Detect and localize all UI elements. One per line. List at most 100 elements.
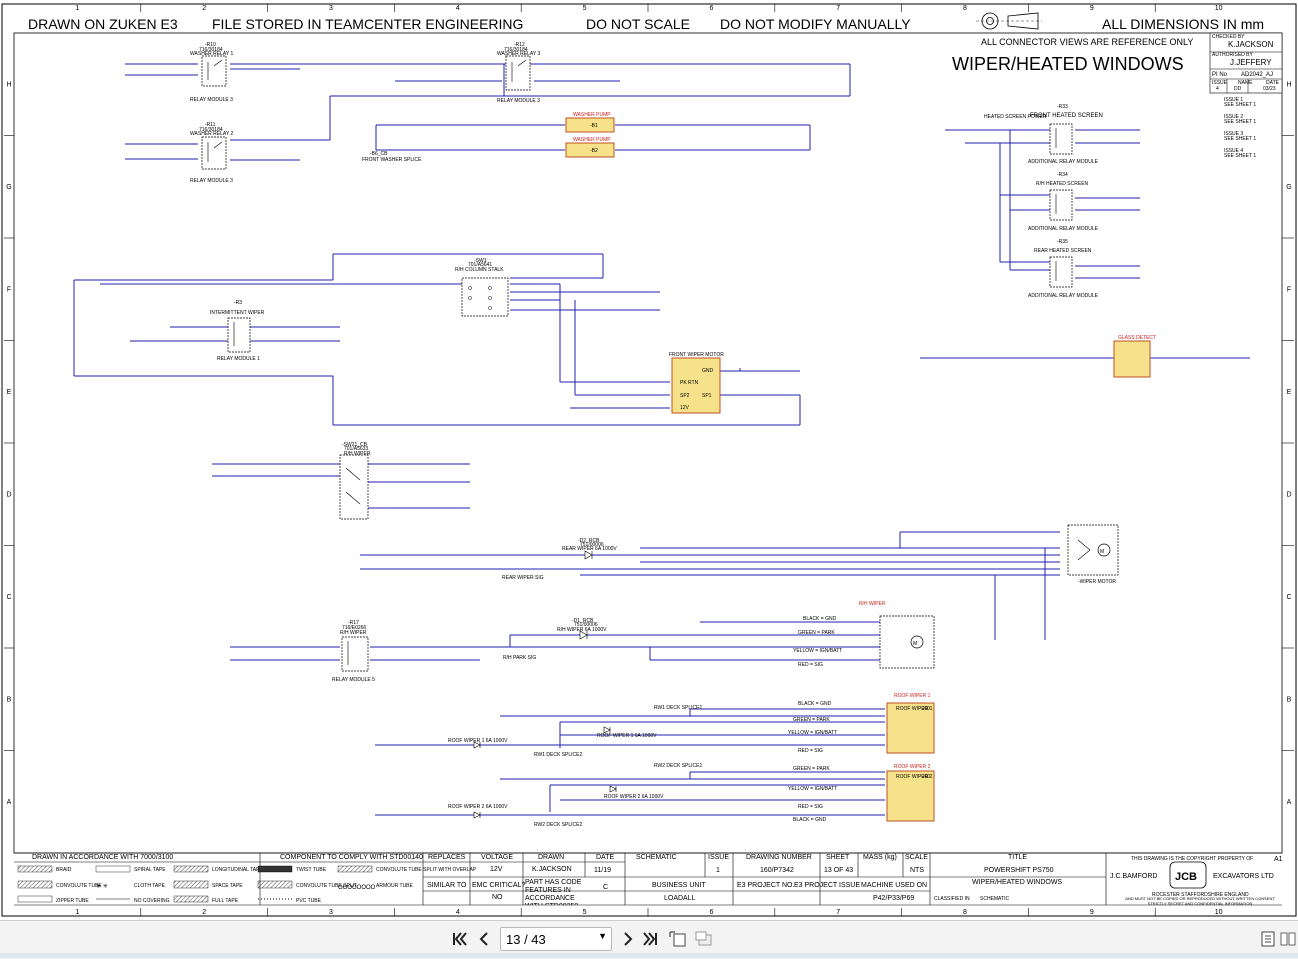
front-motor-label: FRONT WIPER MOTOR bbox=[669, 352, 724, 358]
wire-label: RW1 DECK SPLICE2 bbox=[534, 752, 582, 758]
page-number-field[interactable]: 13 / 43 ▼ bbox=[500, 927, 612, 951]
column-marker: 1 bbox=[75, 5, 79, 12]
previous-page-button[interactable] bbox=[474, 929, 494, 949]
issue-note-label: ISSUE 2 bbox=[1224, 114, 1243, 120]
roof-wiper-1: ROOF WIPER 1 ROOF WIPER 1 J60 bbox=[886, 693, 935, 754]
row-marker: B bbox=[7, 696, 12, 703]
relay-r11-name: WASHER RELAY 2 bbox=[190, 131, 233, 137]
next-page-button[interactable] bbox=[618, 929, 638, 949]
wire-label: REAR WIPER SIG bbox=[502, 575, 544, 581]
checked-by-label: CHECKED BY bbox=[1212, 34, 1245, 40]
d6-label: ROOF WIPER 2 6A 1000V bbox=[448, 804, 508, 810]
column-marker: 4 bbox=[456, 909, 460, 916]
connector-note: ALL CONNECTOR VIEWS ARE REFERENCE ONLY bbox=[981, 37, 1193, 47]
column-marker: 6 bbox=[709, 5, 713, 12]
legend-convolute: CONVOLUTE TUBE bbox=[56, 883, 102, 889]
relay-r3-name: INTERMITTENT WIPER bbox=[210, 310, 265, 316]
braid-swatch bbox=[17, 865, 53, 873]
title-line-2: WIPER/HEATED WINDOWS bbox=[972, 879, 1062, 886]
pi-label: PI No bbox=[1212, 72, 1228, 78]
issue-value: 1 bbox=[716, 867, 720, 874]
header-file-stored: FILE STORED IN TEAMCENTER ENGINEERING bbox=[212, 16, 523, 32]
header-drawn-on: DRAWN ON ZUKEN E3 bbox=[28, 16, 178, 32]
column-marker: 2 bbox=[202, 5, 206, 12]
drawing-number-label: DRAWING NUMBER bbox=[746, 854, 812, 861]
glass-detect-label: GLASS DETECT bbox=[1118, 335, 1156, 341]
row-marker: D bbox=[1286, 491, 1291, 498]
wire-label: RW1 DECK SPLICE1 bbox=[654, 705, 702, 711]
company-address: ROCESTER STAFFORDSHIRE ENGLAND bbox=[1152, 892, 1249, 898]
issue-note-label: ISSUE 1 bbox=[1224, 97, 1243, 103]
jcb-logo-icon: JCB bbox=[1169, 861, 1207, 889]
name-value: DD bbox=[1234, 86, 1242, 92]
r17-module: RELAY MODULE 5 bbox=[332, 677, 375, 683]
fit-width-button[interactable] bbox=[694, 929, 714, 949]
r17-part: 716/E0266 bbox=[342, 625, 366, 631]
issue-notes: ISSUE 1 SEE SHEET 1 ISSUE 2 SEE SHEET 1 … bbox=[1224, 97, 1256, 159]
relay-r33-module: ADDITIONAL RELAY MODULE bbox=[1028, 159, 1099, 165]
wire-label: R/H PARK SIG bbox=[503, 655, 536, 661]
d1-name: R/H WIPER 6A 1000V bbox=[557, 627, 607, 633]
roof-wiper-1-inner: ROOF WIPER 1 bbox=[896, 706, 933, 712]
sw1-ref: -SW1 bbox=[474, 258, 487, 264]
sheet-title: WIPER/HEATED WINDOWS bbox=[952, 54, 1184, 74]
relay-r3-module: RELAY MODULE 1 bbox=[217, 356, 260, 362]
row-marker: A bbox=[7, 799, 12, 806]
row-marker: A bbox=[1287, 799, 1292, 806]
classified-value: SCHEMATIC bbox=[980, 896, 1009, 902]
column-marker: 7 bbox=[836, 5, 840, 12]
roof-wiper-1-label: ROOF WIPER 1 bbox=[894, 693, 931, 699]
legend-twist: TWIST TUBE bbox=[296, 867, 327, 873]
page-indicator: 13 / 43 bbox=[506, 931, 546, 947]
relay-r35-module: ADDITIONAL RELAY MODULE bbox=[1028, 293, 1099, 299]
legend-full-tape: FULL TAPE bbox=[212, 898, 239, 904]
washer-pump-1-pin: -B1 bbox=[590, 123, 598, 129]
last-page-button[interactable] bbox=[640, 929, 660, 949]
row-marker: G bbox=[1286, 184, 1291, 191]
replaces-label: REPLACES bbox=[428, 854, 466, 861]
wire-label: RED = SIG bbox=[798, 804, 823, 810]
name-col-label: NAME bbox=[1238, 80, 1253, 86]
fit-page-button[interactable] bbox=[668, 929, 688, 949]
diode-d1: -D1_RCB 751/00006 R/H WIPER 6A 1000V bbox=[557, 618, 607, 640]
double-page-view-button[interactable] bbox=[1278, 929, 1298, 949]
issue-note-text: SEE SHEET 1 bbox=[1224, 102, 1256, 108]
confidential-note: AND MUST NOT BE COPIED OR REPRODUCED WIT… bbox=[1125, 897, 1275, 906]
legend-zipper: ZIPPER TUBE bbox=[56, 898, 89, 904]
sheet-size: A1 bbox=[1274, 856, 1283, 863]
confidential-box: AND MUST NOT BE COPIED OR REPRODUCED WIT… bbox=[1125, 897, 1275, 906]
roof-wiper-2-pin: J60 bbox=[922, 774, 930, 780]
r17-ref: -R17 bbox=[348, 620, 359, 626]
wire-label: YELLOW = IGN/BATT bbox=[788, 786, 837, 792]
sw21-part: 701/A5633 bbox=[344, 446, 368, 452]
front-motor-pin: PK RTN bbox=[680, 380, 699, 386]
d1-ref: -D1_RCB bbox=[572, 618, 594, 624]
first-page-button[interactable] bbox=[450, 929, 470, 949]
relay-r10-module: RELAY MODULE 3 bbox=[190, 97, 233, 103]
legend-convolute-overlap: CONVOLUTE TUBE SPLIT WITH OVERLAP bbox=[376, 867, 477, 873]
column-marker: 5 bbox=[583, 5, 587, 12]
last-page-icon bbox=[643, 932, 657, 946]
cloth-tape-icon: ✳ ✳ bbox=[96, 883, 108, 890]
legend-armour: ARMOUR TUBE bbox=[376, 883, 414, 889]
voltage-label: VOLTAGE bbox=[481, 854, 513, 861]
column-marker: 5 bbox=[583, 909, 587, 916]
diode-roof bbox=[473, 726, 617, 819]
voltage-value: 12V bbox=[490, 866, 503, 873]
relay-r34-ref: -R34 bbox=[1057, 172, 1068, 178]
relay-r12-ref: -R12 bbox=[514, 42, 525, 48]
front-motor-pin: 12V bbox=[680, 405, 690, 411]
legend-longitudinal: LONGITUDINAL TAPING bbox=[212, 867, 268, 873]
business-label: BUSINESS UNIT bbox=[652, 882, 706, 889]
first-page-icon bbox=[453, 932, 467, 946]
single-page-view-button[interactable] bbox=[1258, 929, 1278, 949]
row-marker: D bbox=[6, 491, 11, 498]
issue-note-text: SEE SHEET 1 bbox=[1224, 153, 1256, 159]
roof-wiper-1-pin: J60 bbox=[922, 706, 930, 712]
header-do-not-scale: DO NOT SCALE bbox=[586, 16, 690, 32]
